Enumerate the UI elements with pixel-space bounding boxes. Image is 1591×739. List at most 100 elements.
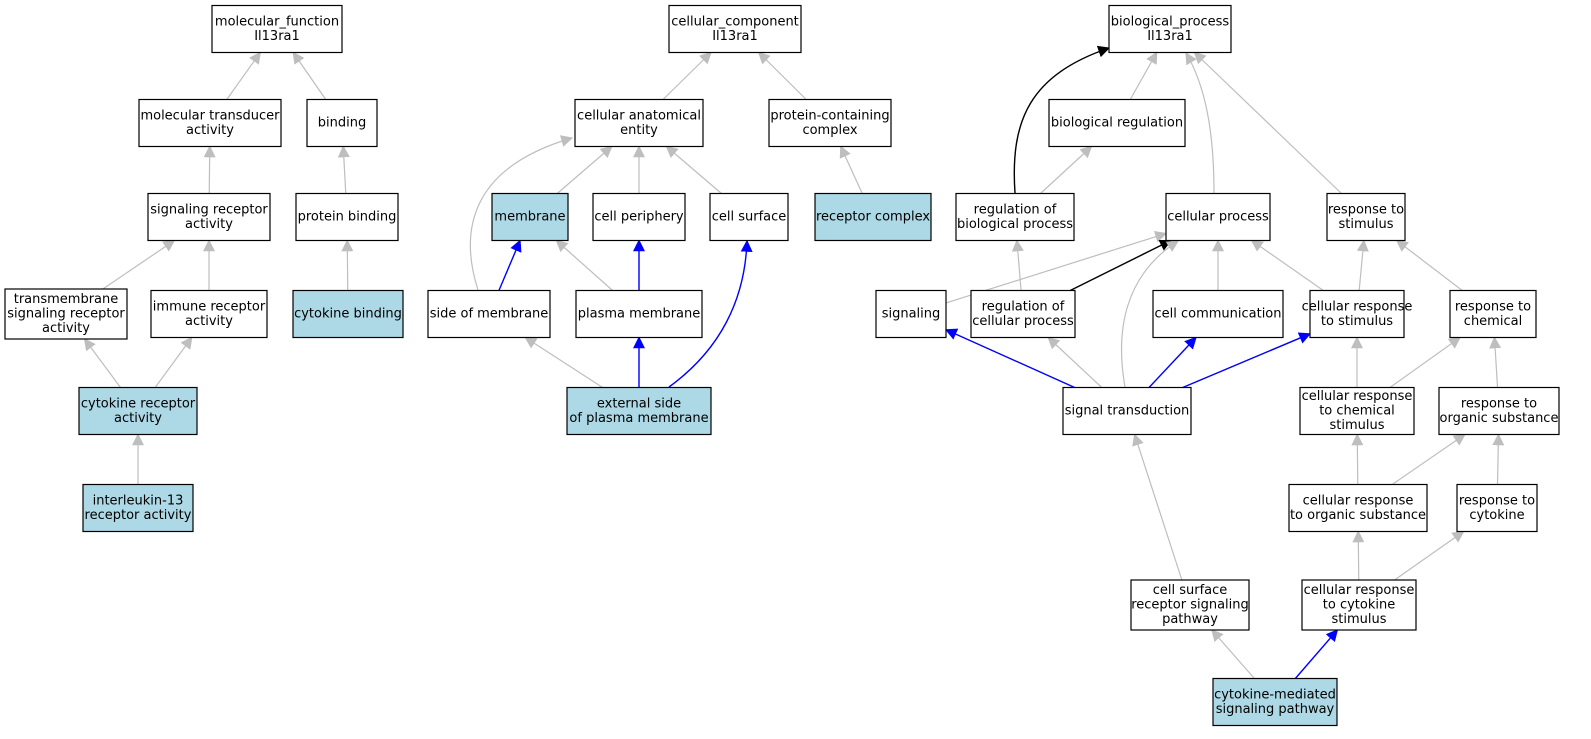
edge-receptor_complex-to-protein_complex <box>839 145 863 194</box>
edge-cell_resp_org-to-resp_org <box>1391 433 1466 485</box>
node-box <box>427 289 551 339</box>
node-box <box>1130 579 1250 631</box>
edge-protein_complex-to-cc_root <box>757 51 807 100</box>
node-label-line: receptor activity <box>85 508 192 523</box>
node-box <box>292 289 404 339</box>
edge-sig_receptor-to-mol_transducer <box>203 145 216 194</box>
edge-cell_resp_stim-to-cell_process <box>1250 239 1324 291</box>
node-label-line: signaling <box>882 307 941 322</box>
node-box <box>306 98 378 148</box>
node-label-line: chemical <box>1464 314 1522 329</box>
node-label-line: transmembrane <box>14 292 119 307</box>
node-box <box>1301 579 1417 631</box>
node-binding[interactable]: binding <box>306 98 378 148</box>
node-plasma-membrane[interactable]: plasma membrane <box>575 289 703 339</box>
node-cell-comm[interactable]: cell communication <box>1152 289 1284 339</box>
node-signaling[interactable]: signaling <box>875 289 947 339</box>
edge-cell_resp_cytokine-to-cell_resp_org <box>1352 530 1365 581</box>
node-box <box>147 192 271 242</box>
node-label-line: pathway <box>1162 612 1218 627</box>
node-label-line: to chemical <box>1319 404 1395 419</box>
node-box <box>1449 289 1537 339</box>
node-label-line: signaling receptor <box>150 202 268 217</box>
node-box <box>211 4 343 54</box>
node-label-line: response to <box>1328 202 1404 217</box>
node-label-line: activity <box>42 321 90 336</box>
node-side-membrane[interactable]: side of membrane <box>427 289 551 339</box>
node-box <box>1165 192 1271 242</box>
node-box <box>1108 4 1232 54</box>
node-label-line: cellular anatomical <box>577 108 701 123</box>
node-label-line: cytokine-mediated <box>1214 687 1336 702</box>
node-label-line: complex <box>802 123 857 138</box>
edge-bio_reg-to-bp_root <box>1129 51 1158 100</box>
edge-cell_resp_cytokine-to-resp_cytokine <box>1394 530 1465 581</box>
node-box <box>668 4 802 54</box>
edge-mol_transducer-to-mf_root <box>226 51 261 100</box>
node-cell-periphery[interactable]: cell periphery <box>592 192 686 242</box>
node-label-line: regulation of <box>982 299 1065 314</box>
node-label-line: cellular response <box>1302 389 1413 404</box>
node-bio-reg[interactable]: biological regulation <box>1048 98 1186 148</box>
edge-membrane-to-cell_anat <box>556 145 613 194</box>
node-membrane[interactable]: membrane <box>491 192 569 242</box>
node-label-line: activity <box>185 217 233 232</box>
node-label-line: cell surface <box>712 210 787 225</box>
node-label-line: of plasma membrane <box>569 411 708 426</box>
edge-cell_resp_stim-to-resp_stim <box>1356 239 1369 291</box>
node-box <box>1326 192 1406 242</box>
node-box <box>138 98 282 148</box>
node-label-line: cellular process <box>1167 210 1269 225</box>
node-protein-binding[interactable]: protein binding <box>295 192 399 242</box>
node-receptor-complex[interactable]: receptor complex <box>814 192 932 242</box>
node-box <box>1438 386 1560 436</box>
node-box <box>574 98 704 148</box>
node-box <box>814 192 932 242</box>
node-box <box>150 289 268 339</box>
node-label-line: membrane <box>494 210 565 225</box>
node-label-line: cellular process <box>972 314 1074 329</box>
node-label-line: side of membrane <box>430 307 549 322</box>
node-label-line: biological process <box>957 217 1073 232</box>
node-label-line: response to <box>1455 299 1531 314</box>
node-cytokine-binding[interactable]: cytokine binding <box>292 289 404 339</box>
node-box <box>575 289 703 339</box>
edge-cytokine_mediated-to-cell_surface_rec <box>1211 629 1255 679</box>
node-box <box>955 192 1075 242</box>
edge-cytokine_receptor-to-transmembrane <box>83 338 122 388</box>
edge-cytokine_receptor-to-immune_receptor <box>154 336 193 388</box>
node-label-line: cytokine <box>1469 508 1524 523</box>
node-cell-process[interactable]: cellular process <box>1165 192 1271 242</box>
node-label-line: stimulus <box>1338 217 1393 232</box>
edge-sig_trans-to-signaling <box>944 328 1075 389</box>
node-sig-trans[interactable]: signal transduction <box>1062 386 1192 436</box>
node-cell-surface[interactable]: cell surface <box>709 192 789 242</box>
node-box <box>1062 386 1192 436</box>
